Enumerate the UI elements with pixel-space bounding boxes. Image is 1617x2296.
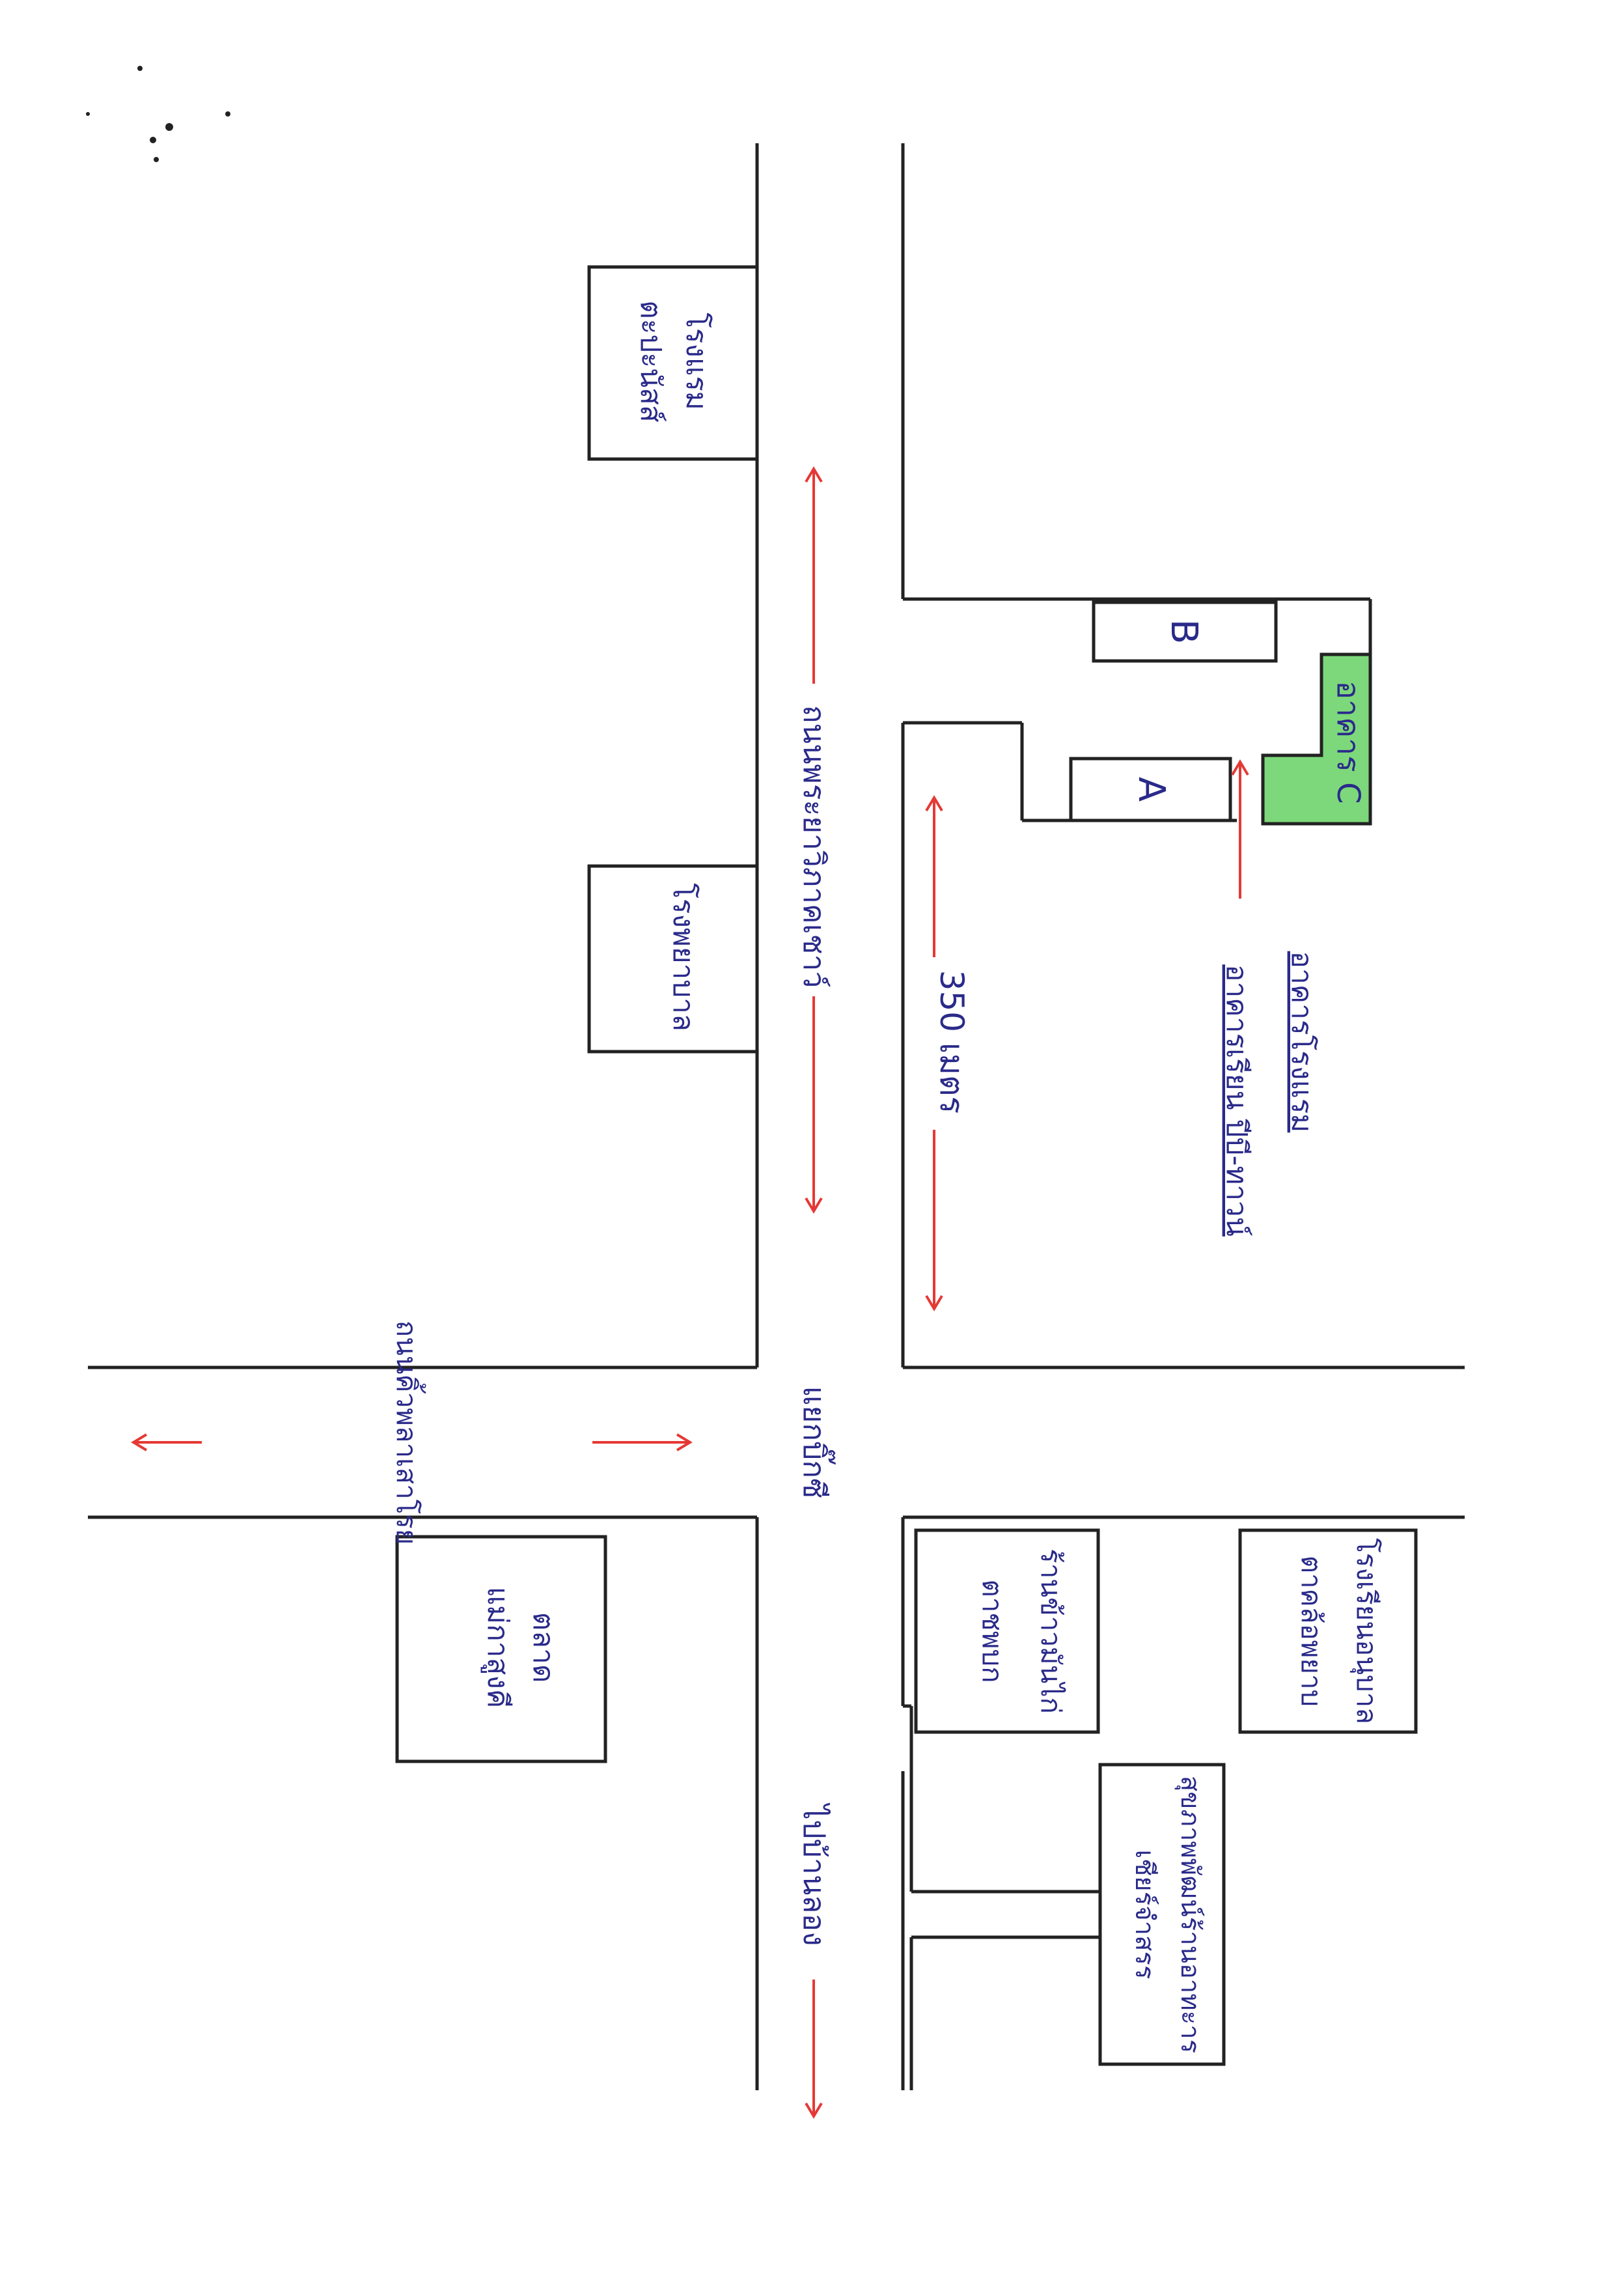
building-c-label: อาคาร C — [1330, 680, 1366, 804]
shop-building — [1098, 1763, 1226, 2066]
school-label-1: โรงเรียนอนุบาล — [1349, 1538, 1383, 1724]
intersection-label: แยกบิ๊กซี — [797, 1386, 836, 1499]
building-c — [1261, 652, 1372, 826]
callout-line1: อาคารโรงแรม — [1285, 951, 1318, 1133]
building-a-label: A — [1130, 777, 1172, 802]
market-label-2: แม่กาสูงคี — [480, 1587, 514, 1708]
building-b — [1092, 600, 1278, 663]
police-label: โรงพยาบาล — [667, 883, 700, 1031]
restaurant-building — [914, 1528, 1100, 1734]
cross-road-label: ถนนคิ้วพลาเสาโรย — [391, 1321, 426, 1545]
hotel-label-1: โรงแรม — [680, 313, 713, 410]
hotel-label-2: ตะปะนัสส์ — [634, 300, 667, 423]
main-road-label: ถนนพระยาวิภาคเชาว์ — [797, 705, 832, 988]
restaurant-label-1: ร้านข้าวมันไก่ — [1035, 1548, 1067, 1714]
shop-label-1: สุขภาพพัฒน์ร้านอาทะาร — [1174, 1776, 1205, 2053]
market-building — [395, 1535, 607, 1763]
police-building — [587, 864, 759, 1054]
market-label-1: ตลาด — [527, 1612, 560, 1683]
callout-line2: อาคารเรียน ปีบี-ทาวน์ — [1220, 964, 1253, 1237]
building-a — [1069, 757, 1232, 822]
hotel-building — [587, 265, 759, 461]
shop-label-2: เชียร์จำสรร — [1129, 1849, 1159, 1979]
building-b-label: B — [1163, 619, 1205, 644]
restaurant-label-2: ตาชพบก — [976, 1579, 1008, 1683]
scan-specks — [86, 66, 230, 162]
distance-label: 350 เมตร — [933, 970, 971, 1114]
school-label-2: ตาคล้อพยาบ — [1295, 1556, 1327, 1707]
south-direction-label: ไปบ้านลอง — [797, 1802, 832, 1946]
school-building — [1238, 1528, 1418, 1734]
road-lines — [88, 143, 1465, 2090]
distance-arrows — [131, 466, 1249, 2119]
